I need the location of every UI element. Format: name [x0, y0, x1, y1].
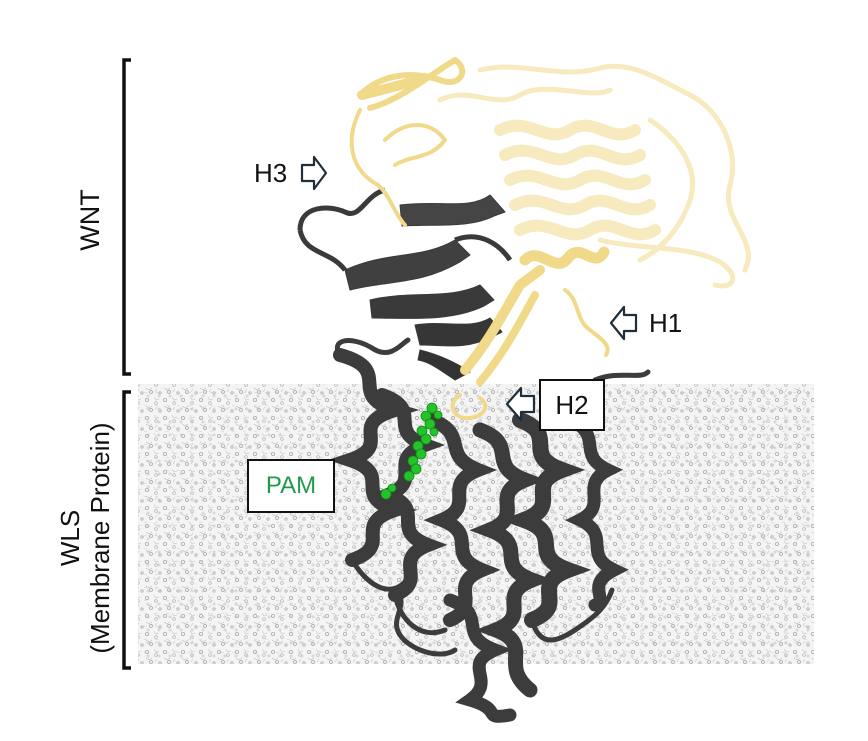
h1-label: H1: [649, 308, 683, 338]
wls-label-line1: WLS: [55, 509, 85, 567]
wls-loop-4: [529, 587, 615, 643]
wnt-loop-h2: [450, 393, 488, 421]
pam-label: PAM: [265, 472, 317, 499]
wls-helix-5: [500, 412, 592, 628]
wls-beta-domain: [297, 187, 513, 381]
h2-label: H2: [555, 389, 589, 420]
wnt-strand-top: [357, 75, 425, 100]
wnt-loop-h1: [563, 288, 610, 357]
wls-loop-1: [334, 337, 411, 358]
h3-label: H3: [254, 158, 288, 188]
wls-helix-7: [443, 593, 517, 723]
wnt-protein: [349, 57, 751, 421]
arrow-right-icon: [300, 155, 328, 191]
wls-label: WLS (Membrane Protein): [55, 413, 115, 663]
pam-label-box: PAM: [247, 459, 335, 513]
wls-helix-6: [563, 413, 629, 612]
wls-loop-5: [592, 369, 651, 383]
wls-label-line2: (Membrane Protein): [85, 422, 115, 654]
wls-helix-4: [469, 422, 553, 698]
wnt-helix-h1: [519, 246, 610, 269]
wnt-hairpin-h2: [460, 265, 545, 375]
arrow-left-icon: [505, 386, 536, 422]
wls-loop-2: [349, 557, 413, 592]
wnt-hairpin-h2b: [476, 291, 539, 386]
wls-loop-6: [393, 592, 458, 657]
pam-ligand: [380, 402, 443, 500]
wnt-loop-left: [349, 108, 407, 227]
arrow-left-icon: [609, 305, 638, 341]
wls-helix-1: [327, 348, 420, 567]
wls-loop-3: [392, 592, 448, 635]
wls-bracket: [122, 390, 131, 670]
wnt-label: WNT: [75, 189, 105, 251]
wls-helix-3: [423, 413, 501, 627]
wls-protein: [327, 337, 651, 723]
wnt-bracket: [122, 58, 131, 376]
h2-label-box: H2: [539, 379, 605, 431]
wnt-hairpin-h3: [383, 123, 447, 167]
wnt-hairpin-top: [357, 57, 466, 111]
